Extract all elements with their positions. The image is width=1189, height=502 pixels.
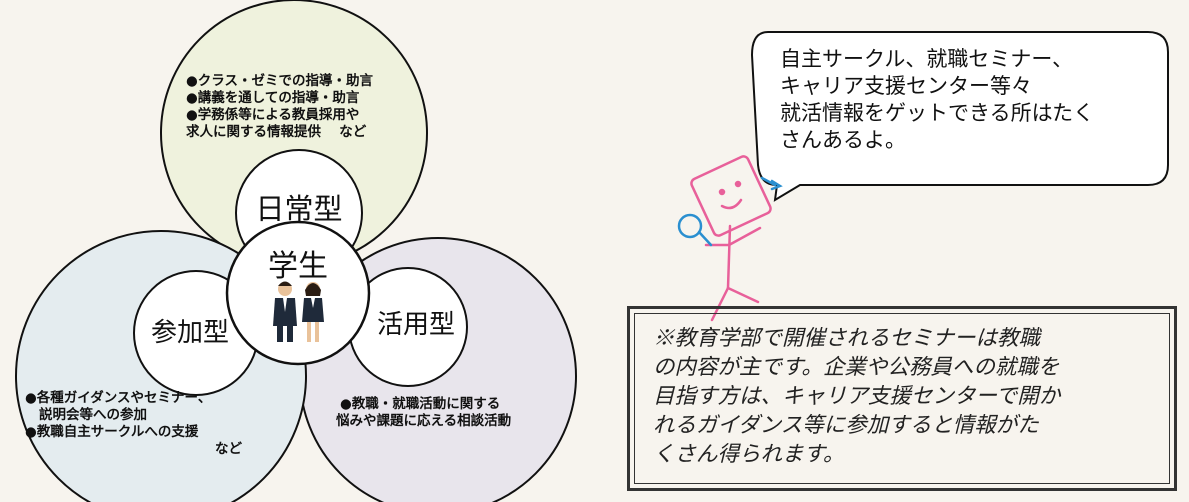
speech-line: 自主サークル、就職セミナー、 [780, 47, 1074, 71]
speech-line: キャリア支援センター等々 [780, 74, 1032, 98]
notice-line: くさん得られます。 [653, 442, 845, 467]
speech-bubble [750, 31, 1169, 202]
label-utilization-type: 活用型 [377, 310, 455, 340]
speech-line: 就活情報をゲットできる所はたく [780, 101, 1095, 125]
bullet-line: ●クラス・ゼミでの指導・助言 [186, 73, 374, 89]
speech-bubble-text: 自主サークル、就職セミナー、 キャリア支援センター等々 就活情報をゲットできる所… [780, 46, 1160, 154]
notice-box: ※教育学部で開催されるセミナーは教職 の内容が主です。企業や公務員への就職を 目… [627, 306, 1177, 491]
left-circle-bullets: ●各種ガイダンスやセミナー、 説明会等への参加 ●教職自主サークルへの支援 など [25, 390, 242, 458]
bullet-line: ●講義を通しての指導・助言 [186, 90, 360, 106]
bullet-line: ●教職自主サークルへの支援 [25, 424, 199, 440]
bullet-line: 悩みや課題に応える相談活動 [336, 413, 512, 429]
bullet-line: ●教職・就職活動に関する [340, 396, 501, 412]
mascot-character [677, 155, 783, 322]
notice-line: の内容が主です。企業や公務員への就職を [653, 355, 1060, 380]
bullet-line: ●各種ガイダンスやセミナー、 [25, 390, 212, 406]
bullet-line: 説明会等への参加 [39, 407, 147, 423]
students-figure [273, 281, 324, 342]
label-participation-type: 参加型 [151, 318, 229, 348]
top-circle-bullets: ●クラス・ゼミでの指導・助言 ●講義を通しての指導・助言 ●学務係等による教員採… [186, 73, 373, 141]
bullet-line: など [215, 441, 242, 457]
notice-line: ※教育学部で開催されるセミナーは教職 [653, 326, 1041, 351]
notice-line: 目指す方は、キャリア支援センターで開か [653, 384, 1061, 409]
right-circle-bullets: ●教職・就職活動に関する 悩みや課題に応える相談活動 [322, 396, 511, 430]
notice-line: れるガイダンス等に参加すると情報がた [653, 413, 1039, 438]
notice-text: ※教育学部で開催されるセミナーは教職 の内容が主です。企業や公務員への就職を 目… [634, 313, 1170, 484]
bullet-line: ●学務係等による教員採用や [186, 107, 360, 123]
bullet-line: 求人に関する情報提供 など [186, 124, 367, 140]
center-circle [225, 220, 371, 366]
speech-line: さんあるよ。 [780, 128, 906, 152]
label-daily-type: 日常型 [255, 192, 342, 226]
label-student: 学生 [268, 249, 328, 284]
